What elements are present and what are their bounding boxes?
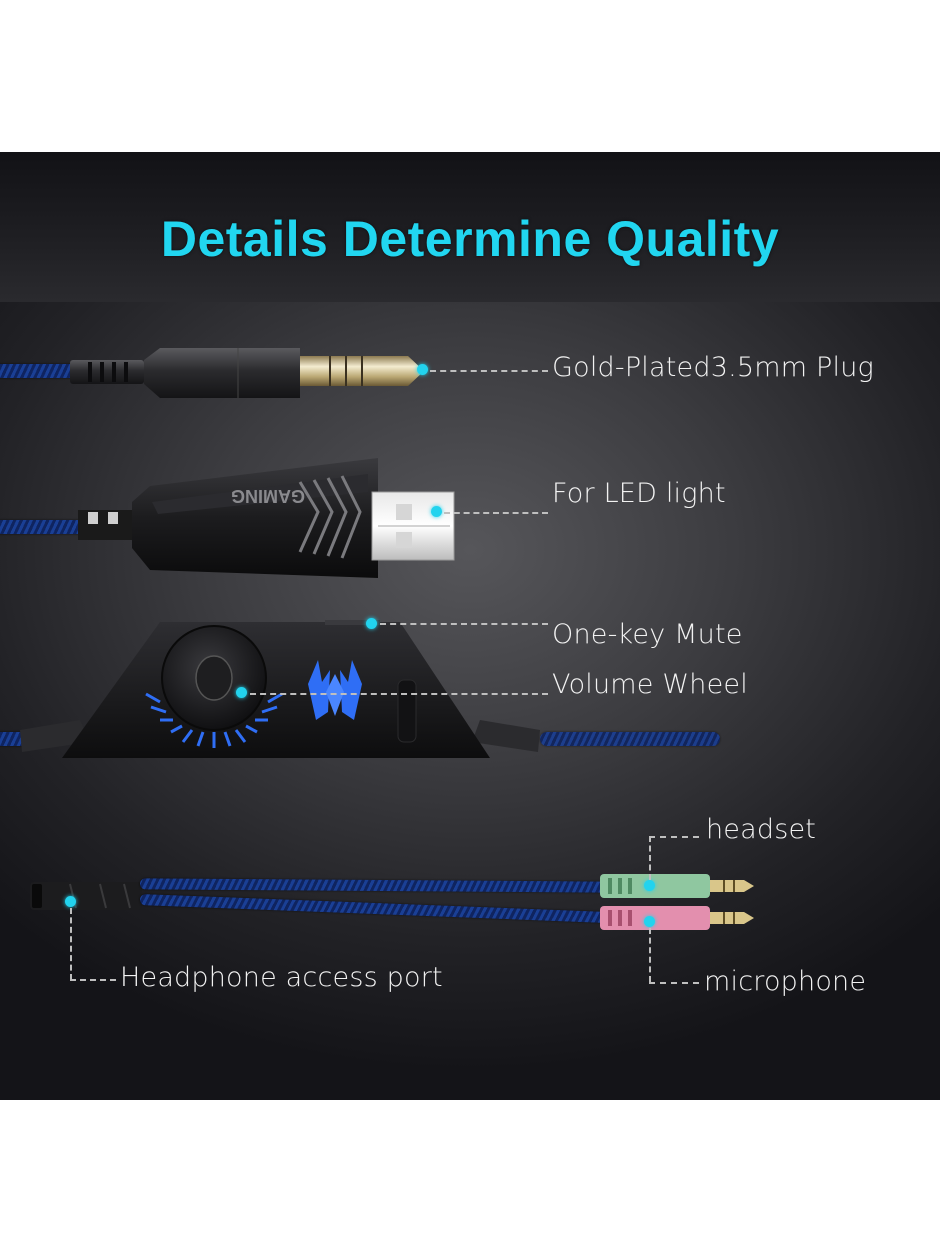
callout-line-usb: [444, 512, 548, 514]
label-volume-wheel: Volume Wheel: [552, 669, 748, 700]
microphone-plug-icon: [600, 906, 754, 930]
inline-controller-icon: [20, 620, 540, 758]
callout-line-headset-v: [649, 836, 651, 880]
callout-line-plug: [430, 370, 548, 372]
callout-dot-headset: [644, 880, 655, 891]
label-one-key-mute: One-key Mute: [552, 619, 743, 650]
callout-line-port-v: [70, 908, 72, 980]
callout-line-volume: [250, 693, 548, 695]
label-headset: headset: [706, 814, 817, 845]
headphone-port-icon: [30, 882, 142, 910]
callout-line-mic-v: [649, 928, 651, 982]
callout-line-port-h: [70, 979, 116, 981]
usb-plug-icon: GAMING: [78, 458, 455, 578]
usb-branding: GAMING: [231, 486, 305, 506]
label-headphone-access-port: Headphone access port: [120, 962, 443, 993]
headset-plug-icon: [600, 874, 754, 898]
audio-jack-icon: [70, 348, 424, 398]
label-gold-plated-plug: Gold-Plated3.5mm Plug: [552, 352, 874, 383]
callout-dot-usb: [431, 506, 442, 517]
page-title: Details Determine Quality: [160, 211, 780, 267]
callout-line-mute: [380, 623, 548, 625]
label-microphone: microphone: [704, 966, 867, 997]
label-led-light: For LED light: [552, 478, 726, 509]
cable-plug: [0, 364, 80, 378]
callout-dot-volume: [236, 687, 247, 698]
callout-dot-microphone: [644, 916, 655, 927]
callout-dot-port: [65, 896, 76, 907]
header-band: [0, 152, 940, 302]
cable-usb: [0, 520, 85, 534]
cable-splitter-bottom: [139, 894, 610, 924]
product-detail-panel: Details Determine Quality Gold-Plated3.5…: [0, 152, 940, 1100]
callout-line-headset-h: [649, 836, 699, 838]
cable-splitter-top: [139, 878, 611, 893]
callout-dot-mute: [366, 618, 377, 629]
callout-dot-plug: [417, 364, 428, 375]
cable-controller-right: [540, 732, 720, 746]
callout-line-mic-h: [649, 982, 699, 984]
